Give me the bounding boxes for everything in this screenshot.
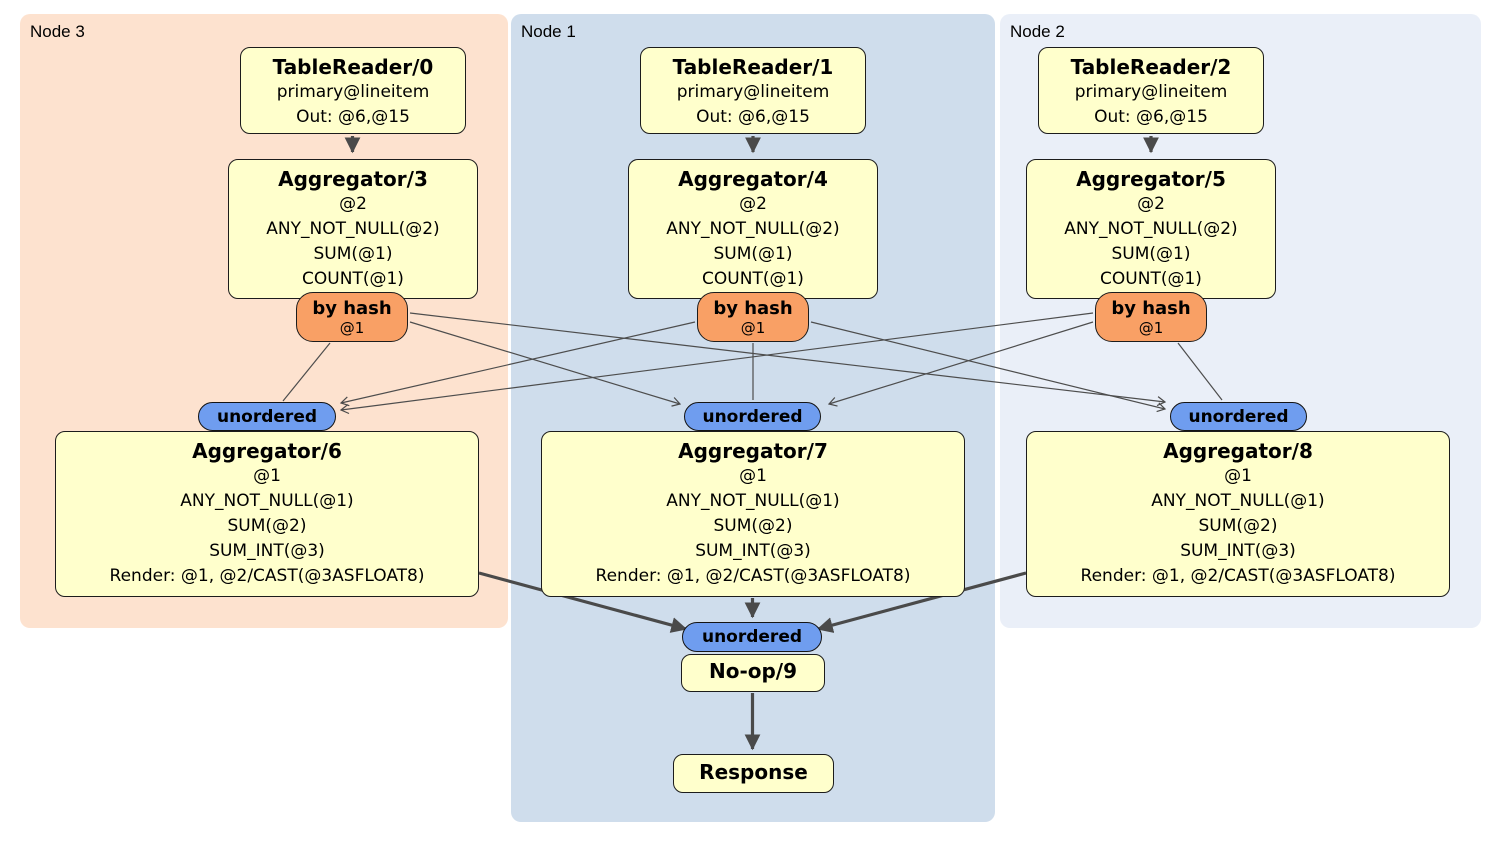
router-detail: @1	[1138, 318, 1164, 337]
edge-aggregator8-unordered9	[816, 571, 1027, 633]
processor-title: Aggregator/7	[678, 439, 828, 463]
processor-aggregator-4: Aggregator/4 @2 ANY_NOT_NULL(@2) SUM(@1)…	[628, 159, 878, 299]
processor-detail: COUNT(@1)	[1100, 269, 1202, 289]
node-label-2: Node 2	[1010, 22, 1065, 41]
processor-response: Response	[673, 754, 834, 793]
edge-byhash5-unordered3	[339, 312, 1094, 415]
processor-detail: COUNT(@1)	[702, 269, 804, 289]
edge-byhash4-unordered3	[339, 321, 696, 407]
processor-detail: Render: @1, @2/CAST(@3ASFLOAT8)	[109, 566, 425, 586]
processor-detail: SUM_INT(@3)	[1180, 541, 1296, 561]
processor-tablereader-2: TableReader/2 primary@lineitem Out: @6,@…	[1038, 47, 1264, 134]
edge-byhash5-unordered4	[827, 321, 1094, 407]
processor-noop-9: No-op/9	[681, 654, 825, 692]
processor-title: No-op/9	[708, 659, 798, 683]
processor-title: TableReader/0	[272, 55, 434, 79]
processor-title: Aggregator/4	[678, 167, 828, 191]
router-by-hash-3: by hash @1	[296, 292, 408, 342]
sync-label: unordered	[216, 406, 318, 427]
processor-title: TableReader/2	[1070, 55, 1232, 79]
processor-tablereader-0: TableReader/0 primary@lineitem Out: @6,@…	[240, 47, 466, 134]
node-label-1: Node 1	[521, 22, 576, 41]
router-title: by hash	[312, 297, 392, 319]
sync-unordered-5: unordered	[1170, 402, 1307, 431]
router-title: by hash	[713, 297, 793, 319]
processor-aggregator-3: Aggregator/3 @2 ANY_NOT_NULL(@2) SUM(@1)…	[228, 159, 478, 299]
edge-byhash3-unordered5	[409, 312, 1167, 407]
processor-detail: @2	[739, 194, 767, 214]
processor-detail: Out: @6,@15	[296, 107, 410, 127]
processor-detail: ANY_NOT_NULL(@1)	[180, 491, 354, 511]
edge-byhash3-unordered4	[409, 321, 682, 407]
processor-tablereader-1: TableReader/1 primary@lineitem Out: @6,@…	[640, 47, 866, 134]
processor-detail: primary@lineitem	[676, 82, 830, 102]
edge-byhash5-unordered5	[1177, 342, 1223, 401]
processor-title: Aggregator/6	[192, 439, 342, 463]
processor-detail: Out: @6,@15	[1094, 107, 1208, 127]
sync-label: unordered	[1188, 406, 1289, 427]
processor-detail: ANY_NOT_NULL(@1)	[1151, 491, 1325, 511]
processor-detail: @2	[339, 194, 367, 214]
processor-detail: SUM_INT(@3)	[209, 541, 325, 561]
processor-detail: ANY_NOT_NULL(@2)	[666, 219, 840, 239]
processor-detail: Out: @6,@15	[696, 107, 810, 127]
processor-detail: SUM(@1)	[313, 244, 393, 264]
processor-detail: @1	[739, 466, 767, 486]
processor-detail: ANY_NOT_NULL(@2)	[1064, 219, 1238, 239]
processor-aggregator-5: Aggregator/5 @2 ANY_NOT_NULL(@2) SUM(@1)…	[1026, 159, 1276, 299]
processor-detail: ANY_NOT_NULL(@2)	[266, 219, 440, 239]
sync-label: unordered	[702, 406, 803, 427]
processor-title: Aggregator/8	[1163, 439, 1313, 463]
processor-detail: @1	[253, 466, 281, 486]
router-title: by hash	[1111, 297, 1191, 319]
node-label-3: Node 3	[30, 22, 85, 41]
processor-detail: SUM_INT(@3)	[695, 541, 811, 561]
edge-byhash4-unordered5	[810, 321, 1167, 413]
processor-detail: primary@lineitem	[276, 82, 430, 102]
processor-detail: primary@lineitem	[1074, 82, 1228, 102]
processor-title: Aggregator/3	[278, 167, 428, 191]
processor-detail: ANY_NOT_NULL(@1)	[666, 491, 840, 511]
processor-aggregator-7: Aggregator/7 @1 ANY_NOT_NULL(@1) SUM(@2)…	[541, 431, 965, 597]
processor-detail: Render: @1, @2/CAST(@3ASFLOAT8)	[1080, 566, 1396, 586]
sync-unordered-4: unordered	[684, 402, 821, 431]
sync-label: unordered	[701, 627, 803, 647]
processor-detail: Render: @1, @2/CAST(@3ASFLOAT8)	[595, 566, 911, 586]
processor-detail: SUM(@1)	[1111, 244, 1191, 264]
processor-detail: SUM(@1)	[713, 244, 793, 264]
router-detail: @1	[339, 318, 365, 337]
processor-aggregator-8: Aggregator/8 @1 ANY_NOT_NULL(@1) SUM(@2)…	[1026, 431, 1450, 597]
router-by-hash-5: by hash @1	[1095, 292, 1207, 342]
router-by-hash-4: by hash @1	[697, 292, 809, 342]
processor-detail: @2	[1137, 194, 1165, 214]
processor-detail: @1	[1224, 466, 1252, 486]
sync-unordered-9: unordered	[682, 622, 822, 652]
processor-title: TableReader/1	[672, 55, 834, 79]
processor-detail: COUNT(@1)	[302, 269, 404, 289]
processor-detail: SUM(@2)	[1198, 516, 1278, 536]
sync-unordered-3: unordered	[198, 402, 336, 431]
processor-title: Aggregator/5	[1076, 167, 1226, 191]
processor-detail: SUM(@2)	[713, 516, 793, 536]
processor-aggregator-6: Aggregator/6 @1 ANY_NOT_NULL(@1) SUM(@2)…	[55, 431, 479, 597]
processor-detail: SUM(@2)	[227, 516, 307, 536]
router-detail: @1	[740, 318, 766, 337]
edge-byhash3-unordered3	[282, 342, 331, 402]
edge-aggregator6-unordered9	[478, 571, 688, 633]
processor-title: Response	[699, 760, 808, 784]
